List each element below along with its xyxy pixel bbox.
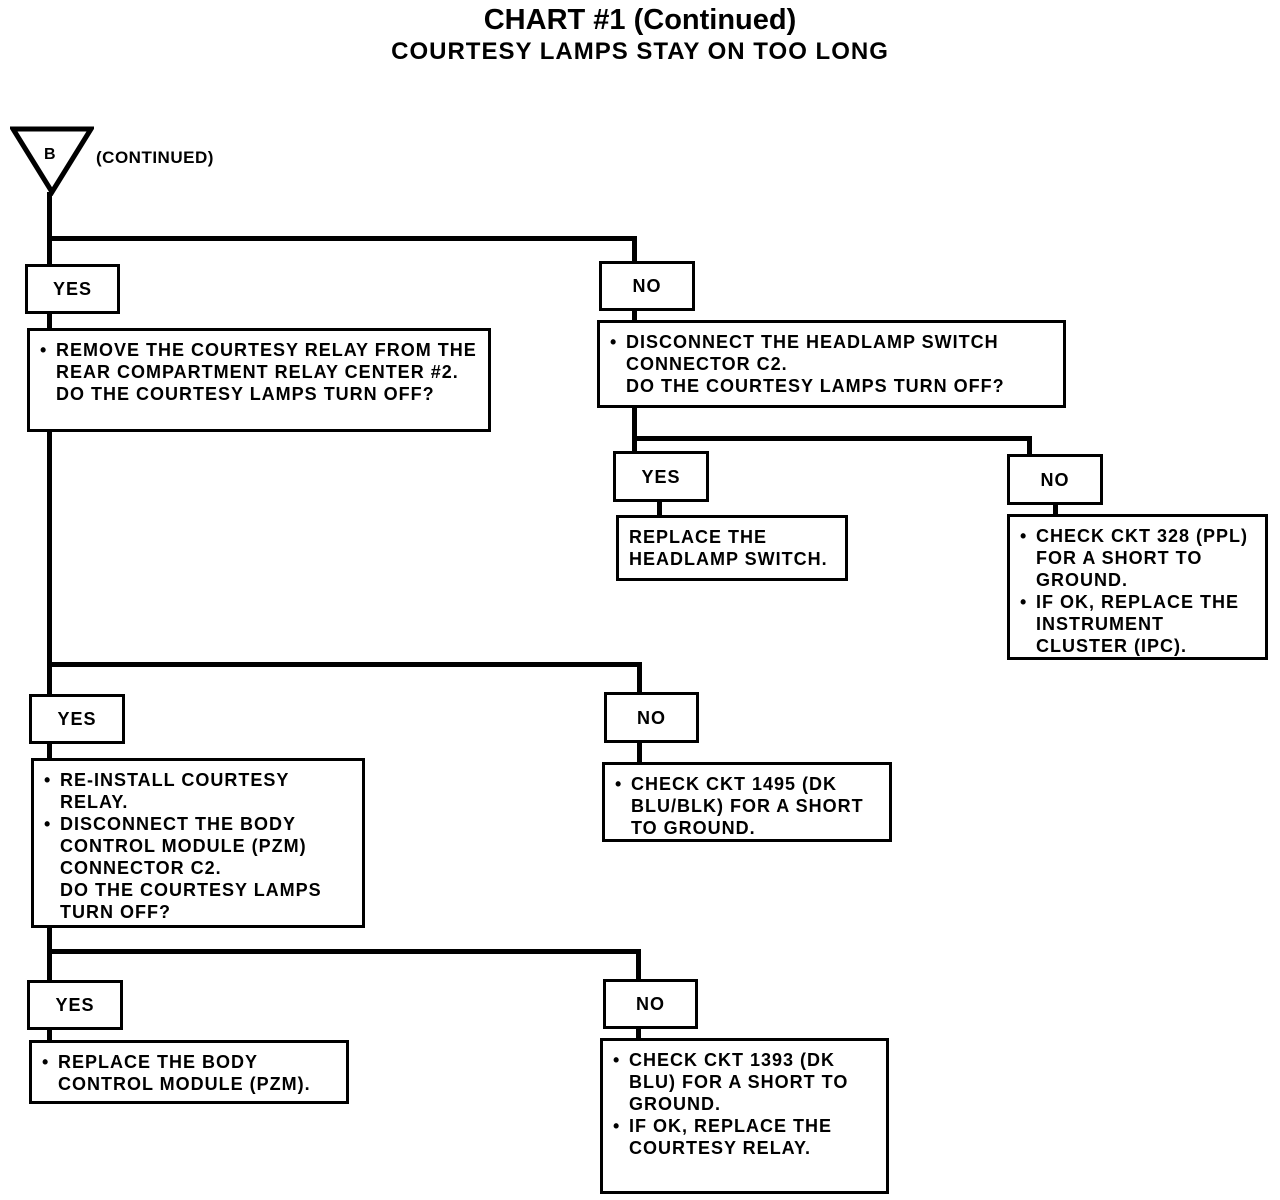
answer-no-box: NO (603, 979, 698, 1029)
check-ckt328-item: CHECK CKT 328 (PPL) FOR A SHORT TO GROUN… (1018, 525, 1259, 591)
step2-item: DISCONNECT THE BODY CONTROL MODULE (PZM)… (42, 813, 356, 879)
flow-line (632, 236, 637, 264)
chart-title: CHART #1 (Continued) (483, 4, 797, 36)
headlamp-step-question: DO THE COURTESY LAMPS TURN OFF? (626, 376, 1005, 396)
answer-yes-box: YES (27, 980, 123, 1030)
flow-line (47, 740, 52, 761)
flow-line (47, 312, 52, 330)
replace-bcm-box: REPLACE THE BODY CONTROL MODULE (PZM). (29, 1040, 349, 1104)
flow-line (47, 236, 637, 241)
flow-line (636, 1026, 641, 1040)
replace-headlamp-switch-text: REPLACE THE HEADLAMP SWITCH. (629, 527, 828, 569)
flow-line (47, 1028, 52, 1043)
check-ckt1495-box: CHECK CKT 1495 (DK BLU/BLK) FOR A SHORT … (602, 762, 892, 842)
headlamp-step-box: DISCONNECT THE HEADLAMP SWITCH CONNECTOR… (597, 320, 1066, 408)
flow-line (1027, 436, 1032, 456)
flow-line (47, 429, 52, 697)
flow-line (47, 949, 641, 954)
step1-box: REMOVE THE COURTESY RELAY FROM THE REAR … (27, 328, 491, 432)
answer-no-box: NO (604, 692, 699, 743)
flow-line (637, 740, 642, 764)
connector-triangle-icon (10, 126, 94, 196)
step1-question: DO THE COURTESY LAMPS TURN OFF? (56, 384, 435, 404)
chart-subtitle: COURTESY LAMPS STAY ON TOO LONG (391, 38, 889, 65)
flow-line (657, 499, 662, 517)
step2-question: DO THE COURTESY LAMPS TURN OFF? (60, 880, 322, 922)
flow-line (636, 949, 641, 979)
flow-line (632, 405, 637, 451)
flow-line (47, 662, 642, 667)
step1-item: REMOVE THE COURTESY RELAY FROM THE REAR … (38, 339, 482, 383)
flow-line (1053, 502, 1058, 516)
connector-label: B (44, 146, 56, 163)
check-ckt1393-item: CHECK CKT 1393 (DK BLU) FOR A SHORT TO G… (611, 1049, 880, 1115)
answer-yes-box: YES (29, 694, 125, 744)
answer-no-box: NO (599, 261, 695, 311)
flow-line (47, 192, 52, 266)
connector-note: (CONTINUED) (96, 148, 214, 167)
answer-no-box: NO (1007, 454, 1103, 505)
step2-item: RE-INSTALL COURTESY RELAY. (42, 769, 356, 813)
check-ckt328-box: CHECK CKT 328 (PPL) FOR A SHORT TO GROUN… (1007, 514, 1268, 660)
flow-line (637, 662, 642, 692)
headlamp-step-item: DISCONNECT THE HEADLAMP SWITCH CONNECTOR… (608, 331, 1057, 375)
step2-box: RE-INSTALL COURTESY RELAY. DISCONNECT TH… (31, 758, 365, 928)
check-ckt1495-item: CHECK CKT 1495 (DK BLU/BLK) FOR A SHORT … (613, 773, 883, 839)
replace-bcm-item: REPLACE THE BODY CONTROL MODULE (PZM). (40, 1051, 340, 1095)
flow-line (632, 309, 637, 322)
replace-headlamp-switch-box: REPLACE THE HEADLAMP SWITCH. (616, 515, 848, 581)
answer-yes-box: YES (25, 264, 120, 314)
check-ckt1393-box: CHECK CKT 1393 (DK BLU) FOR A SHORT TO G… (600, 1038, 889, 1194)
check-ckt328-item: IF OK, REPLACE THE INSTRUMENT CLUSTER (I… (1018, 591, 1259, 657)
check-ckt1393-item: IF OK, REPLACE THE COURTESY RELAY. (611, 1115, 880, 1159)
flow-line (632, 436, 1032, 441)
answer-yes-box: YES (613, 451, 709, 502)
